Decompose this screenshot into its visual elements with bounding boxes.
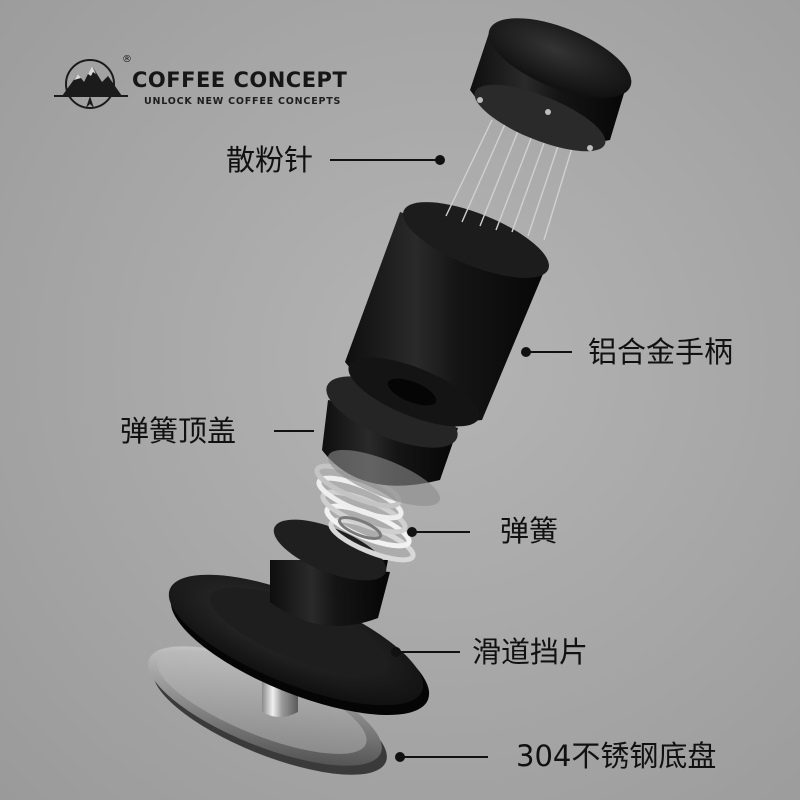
distribution-needles xyxy=(445,119,576,241)
needle-top-cap xyxy=(470,18,632,152)
spring-top-cap xyxy=(322,376,458,506)
brand-tagline: UNLOCK NEW COFFEE CONCEPTS xyxy=(144,96,342,107)
leader-lines xyxy=(274,155,572,762)
callout-slide-stop: 滑道挡片 xyxy=(472,635,589,669)
callout-handle: 铝合金手柄 xyxy=(588,335,734,369)
callout-base: 304不锈钢底盘 xyxy=(516,739,717,773)
registered-mark: ® xyxy=(122,54,132,65)
slide-stop-plate xyxy=(168,574,430,716)
callout-spring-cap: 弹簧顶盖 xyxy=(120,414,237,448)
callout-needles: 散粉针 xyxy=(226,143,314,177)
brand-block: ® COFFEE CONCEPT UNLOCK NEW COFFEE CONCE… xyxy=(52,52,372,122)
callout-spring: 弹簧 xyxy=(500,514,559,548)
mountain-compass-icon xyxy=(54,59,128,109)
lower-cylinder xyxy=(270,519,390,627)
brand-name: COFFEE CONCEPT xyxy=(132,68,348,92)
aluminium-handle xyxy=(345,202,549,427)
